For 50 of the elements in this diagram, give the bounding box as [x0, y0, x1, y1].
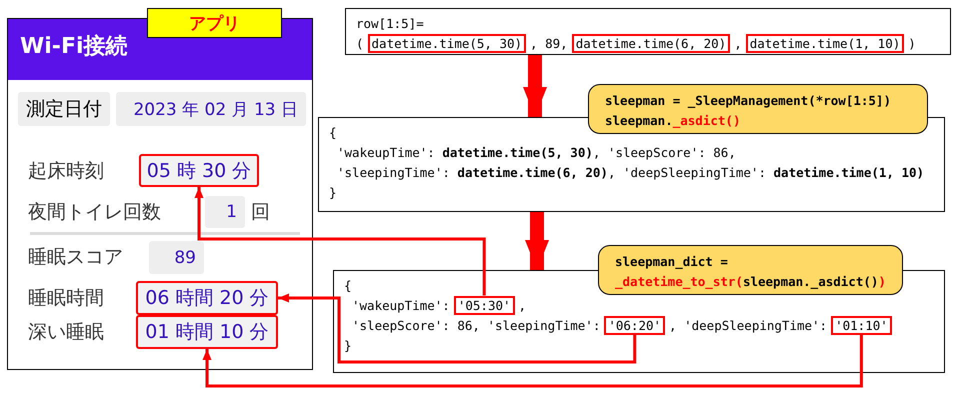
code-text: row[1:5]=	[356, 16, 424, 30]
code-text: sleepman._asdict()	[742, 274, 878, 288]
callout-box	[598, 245, 903, 295]
arrow	[194, 187, 486, 296]
block-arrow	[525, 212, 549, 270]
field-label: 起床時刻	[28, 159, 104, 184]
code-text: )	[878, 274, 886, 288]
highlighted-code: datetime.time(5, 30)	[368, 34, 526, 52]
arrow	[278, 294, 636, 364]
field-label: 夜間トイレ回数	[28, 200, 161, 225]
highlighted-code: '06:20'	[604, 316, 666, 334]
code-text: sleepman_dict =	[615, 254, 728, 268]
highlighted-code: datetime.time(1, 10)	[746, 34, 904, 52]
value-field: 2023 年 02 月 13 日	[116, 92, 306, 126]
field-label: 睡眠時間	[28, 286, 104, 311]
code-box	[345, 8, 951, 55]
code-text: 'wakeupTime': datetime.time(5, 30), 'sleepScore': 86,	[337, 144, 736, 160]
highlighted-code: '01:10'	[831, 316, 892, 334]
highlighted-code: datetime.time(6, 20)	[572, 34, 730, 52]
value-field: 89	[149, 241, 204, 274]
code-text: , 89,	[530, 36, 568, 50]
highlighted-value: 06 時間 20 分	[136, 281, 278, 315]
code-text: _datetime_to_str(	[615, 274, 743, 288]
code-text: }	[329, 184, 337, 200]
field-label: 測定日付	[18, 92, 110, 126]
code-text: ,	[518, 298, 526, 312]
code-text: sleepman.	[605, 112, 673, 128]
highlighted-value: 01 時間 10 分	[136, 315, 278, 349]
highlighted-code: '05:30'	[454, 296, 515, 314]
highlighted-value: 05 時 30 分	[139, 154, 259, 187]
code-text: }	[344, 338, 352, 352]
arrow	[202, 334, 863, 388]
value-field: 1	[205, 196, 245, 228]
field-label: 睡眠スコア	[28, 245, 123, 270]
callout-box	[588, 84, 928, 134]
code-text: (	[356, 36, 364, 50]
code-text: ,	[734, 36, 742, 50]
code-text: {	[344, 278, 352, 292]
tag-label: アプリ	[147, 8, 282, 38]
code-text: sleepman = _SleepManagement(*row[1:5])	[605, 92, 891, 108]
field-label: 深い睡眠	[28, 320, 104, 345]
code-text: {	[329, 124, 337, 140]
code-text: )	[908, 36, 916, 50]
code-text: 'sleepScore': 86, 'sleepingTime':	[352, 318, 600, 332]
code-text: 'sleepingTime': datetime.time(6, 20), 'deepSleepingTime': datetime.time(1, 10)	[337, 164, 924, 180]
code-text: , 'deepSleepingTime':	[669, 318, 828, 332]
field-label: 回	[251, 200, 270, 225]
code-text: _asdict()	[672, 112, 740, 128]
code-text: 'wakeupTime':	[352, 298, 450, 312]
block-arrow	[523, 55, 547, 117]
